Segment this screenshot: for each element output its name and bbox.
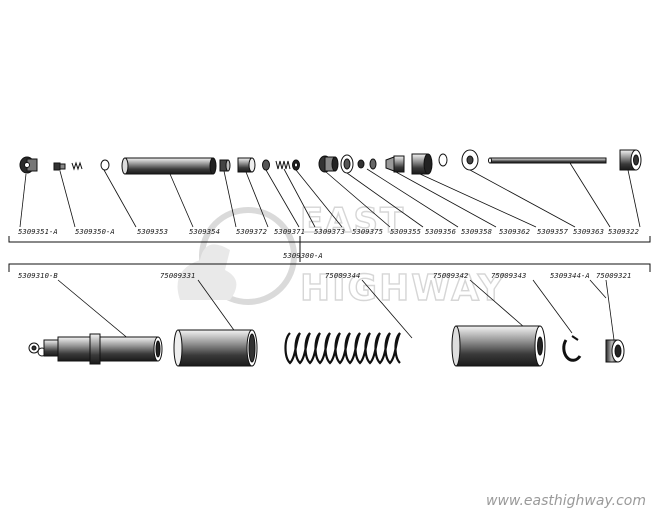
label-5309350-a: 5309350-A xyxy=(75,227,115,236)
assembly-label: 5309300-A xyxy=(283,251,323,260)
label-5309375: 5309375 xyxy=(352,227,383,236)
part-5309372 xyxy=(219,159,231,172)
part-75009344 xyxy=(284,332,401,365)
label-75009342: 75009342 xyxy=(433,271,468,280)
label-5309372: 5309372 xyxy=(236,227,267,236)
group-brackets xyxy=(8,236,651,272)
watermark-line1: EAST xyxy=(300,201,405,241)
label-5309362: 5309362 xyxy=(499,227,530,236)
watermark-splatter xyxy=(177,244,237,300)
label-5309356: 5309356 xyxy=(425,227,456,236)
part-75009331 xyxy=(173,329,258,367)
bottom-row-parts xyxy=(28,325,625,367)
watermark: EAST HIGHWAY xyxy=(177,200,506,310)
part-5309357 xyxy=(385,155,405,173)
part-5309362 xyxy=(357,158,377,170)
part-5309375 xyxy=(275,160,291,170)
label-5309358: 5309358 xyxy=(461,227,492,236)
part-5309351-a xyxy=(19,156,38,174)
top-labels: 5309351-A 5309350-A 5309353 5309354 5309… xyxy=(18,227,639,236)
part-5309353 xyxy=(100,159,110,171)
watermark-line2: HIGHWAY xyxy=(300,268,506,309)
label-5309354: 5309354 xyxy=(189,227,220,236)
label-5309322: 5309322 xyxy=(608,227,639,236)
part-75009342 xyxy=(451,325,546,367)
bottom-leaders xyxy=(57,279,615,341)
label-5309371: 5309371 xyxy=(274,227,305,236)
label-5309363: 5309363 xyxy=(573,227,604,236)
part-5309371 xyxy=(237,157,256,173)
label-5309357: 5309357 xyxy=(537,227,569,236)
part-5309356 xyxy=(318,155,339,173)
label-75009331: 75009331 xyxy=(160,271,195,280)
part-5309350-a xyxy=(53,161,83,171)
part-5309354 xyxy=(121,157,217,175)
part-75009343 xyxy=(562,335,582,362)
part-5309373 xyxy=(262,159,270,171)
part-75009321 xyxy=(605,339,625,363)
top-leaders xyxy=(19,162,641,228)
website-watermark: www.easthighway.com xyxy=(486,493,646,509)
part-end-cap xyxy=(619,149,642,171)
label-5309373: 5309373 xyxy=(314,227,345,236)
label-5309355: 5309355 xyxy=(390,227,421,236)
top-group-bracket xyxy=(8,236,651,243)
top-row-parts xyxy=(19,149,642,175)
part-5309310-b xyxy=(28,333,163,365)
part-long-rod xyxy=(488,157,607,164)
label-75009343: 75009343 xyxy=(491,271,526,280)
part-5309363 xyxy=(411,153,433,175)
label-75009344: 75009344 xyxy=(325,271,360,280)
label-5309344-a: 5309344-A xyxy=(550,271,590,280)
part-5309358 xyxy=(340,154,354,174)
part-5309355 xyxy=(292,159,300,171)
bottom-labels: 5309310-B 75009331 75009344 75009342 750… xyxy=(18,271,631,280)
label-5309310-b: 5309310-B xyxy=(18,271,58,280)
label-5309353: 5309353 xyxy=(137,227,168,236)
label-75009321: 75009321 xyxy=(596,271,631,280)
label-5309351-a: 5309351-A xyxy=(18,227,58,236)
bottom-group-bracket xyxy=(8,263,651,272)
part-5309322 xyxy=(438,149,479,171)
